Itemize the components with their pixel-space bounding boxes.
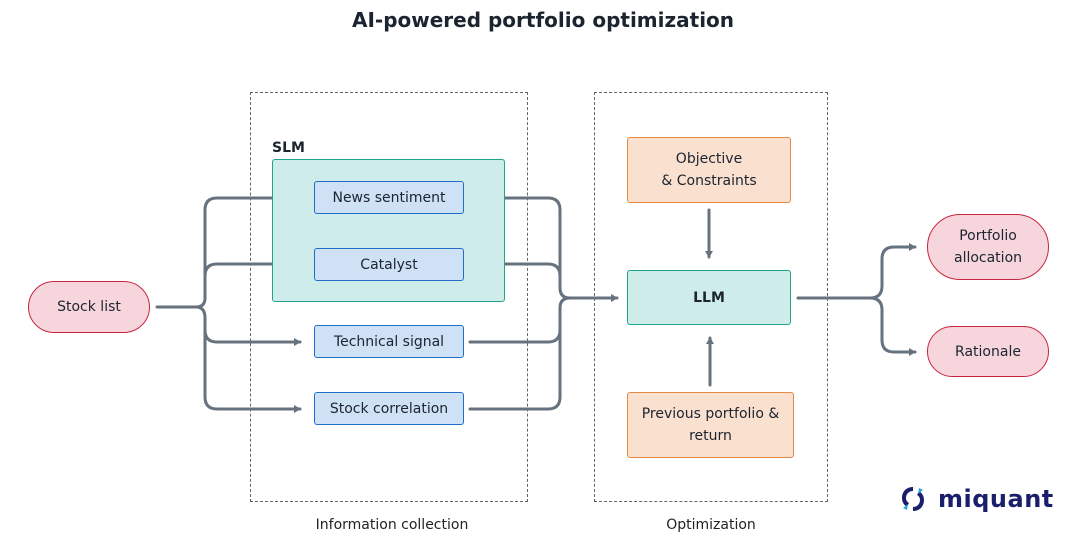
objective-line-2: & Constraints [661,173,757,189]
catalyst-box: Catalyst [314,248,464,281]
information-collection-label: Information collection [315,517,469,533]
connector-llm-out [796,243,917,300]
previous-line-2: return [689,428,732,444]
stock-correlation-box: Stock correlation [314,392,464,425]
previous-line-1: Previous portfolio & [641,406,780,422]
connector-to-catalyst [203,262,274,278]
news-sentiment-box: News sentiment [314,181,464,214]
connector-to-correlation [203,328,302,413]
technical-signal-box: Technical signal [314,325,464,358]
connector-correlation-out [468,294,619,411]
portfolio-allocation-node: Portfolio allocation [927,214,1049,280]
objective-line-1: Objective [675,151,743,167]
rationale-node: Rationale [927,326,1049,377]
portfolio-line-2: allocation [953,250,1023,266]
portfolio-line-1: Portfolio [959,228,1017,244]
connector-to-news [203,196,274,300]
connector-catalyst-out [503,262,562,278]
connector-technical-out [468,328,562,344]
miquant-logo-icon [902,487,924,511]
information-collection-group [250,92,528,502]
connector-to-technical [194,305,302,346]
objective-constraints-box: Objective & Constraints [627,137,791,203]
diagram-title: AI-powered portfolio optimization [351,8,735,32]
optimization-label: Optimization [666,517,756,533]
slm-label: SLM [272,140,305,156]
stock-list-node: Stock list [28,281,150,333]
connector-news-out [503,196,572,300]
previous-portfolio-box: Previous portfolio & return [627,392,794,458]
connector-to-rationale [868,296,917,356]
miquant-logo: miquant [898,484,1054,514]
miquant-logo-text: miquant [938,485,1054,513]
llm-box: LLM [627,270,791,325]
